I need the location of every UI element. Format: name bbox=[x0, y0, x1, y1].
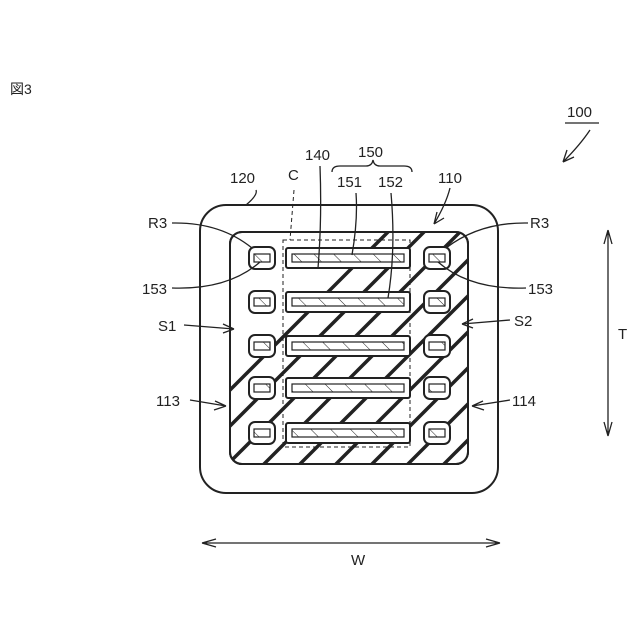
pad bbox=[249, 377, 275, 399]
label-s1: S1 bbox=[158, 318, 176, 335]
electrode-strip bbox=[286, 292, 410, 312]
label-113: 113 bbox=[156, 393, 180, 410]
dimension-w: W bbox=[202, 539, 500, 569]
pad-inner bbox=[429, 384, 445, 392]
label-c: C bbox=[288, 167, 299, 184]
pad-inner bbox=[254, 342, 270, 350]
dimension-t: T bbox=[604, 230, 627, 436]
label-110: 110 bbox=[438, 170, 462, 187]
pad bbox=[424, 422, 450, 444]
pad-inner bbox=[429, 254, 445, 262]
pad-inner bbox=[254, 254, 270, 262]
pad bbox=[249, 291, 275, 313]
label-r3-right: R3 bbox=[530, 215, 549, 232]
pad-inner bbox=[254, 298, 270, 306]
hatch-line bbox=[546, 220, 640, 470]
pad-inner bbox=[429, 298, 445, 306]
electrode-strip bbox=[286, 378, 410, 398]
figure-number: 図3 bbox=[10, 81, 32, 97]
label-151: 151 bbox=[337, 174, 362, 191]
pad bbox=[424, 335, 450, 357]
label-153-right: 153 bbox=[528, 281, 553, 298]
strip-core bbox=[292, 254, 404, 262]
electrode-strip bbox=[286, 423, 410, 443]
pad-inner bbox=[429, 429, 445, 437]
hatch-line bbox=[618, 220, 640, 470]
hatch-line bbox=[510, 220, 640, 470]
strip-core bbox=[292, 298, 404, 306]
label-r3-left: R3 bbox=[148, 215, 167, 232]
pad-inner bbox=[254, 429, 270, 437]
label-120: 120 bbox=[230, 170, 255, 187]
label-153-left: 153 bbox=[142, 281, 167, 298]
brace-150 bbox=[332, 160, 412, 172]
label-140: 140 bbox=[305, 147, 330, 164]
label-100: 100 bbox=[567, 104, 592, 121]
hatch-line bbox=[582, 220, 640, 470]
pad bbox=[424, 377, 450, 399]
pad bbox=[424, 247, 450, 269]
strip-core bbox=[292, 384, 404, 392]
pad bbox=[249, 422, 275, 444]
label-100-group: 100 bbox=[563, 104, 599, 162]
pad bbox=[249, 247, 275, 269]
label-t: T bbox=[618, 326, 627, 343]
strip-core bbox=[292, 429, 404, 437]
pad bbox=[424, 291, 450, 313]
label-s2: S2 bbox=[514, 313, 532, 330]
leader-120 bbox=[246, 190, 256, 205]
electrode-strip bbox=[286, 336, 410, 356]
pad-inner bbox=[429, 342, 445, 350]
pad-inner bbox=[254, 384, 270, 392]
strip-core bbox=[292, 342, 404, 350]
pad bbox=[249, 335, 275, 357]
label-w: W bbox=[351, 552, 366, 569]
label-100-arrow bbox=[563, 130, 590, 162]
label-114: 114 bbox=[512, 393, 536, 410]
label-152: 152 bbox=[378, 174, 403, 191]
label-150: 150 bbox=[358, 144, 383, 161]
